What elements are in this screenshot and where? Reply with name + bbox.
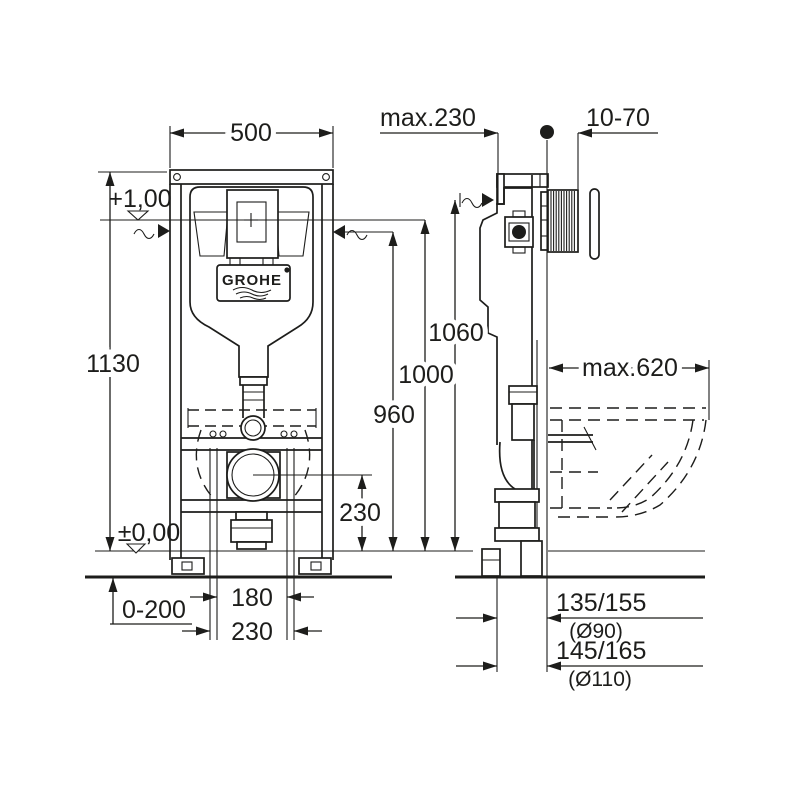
outlet-large-diameter-label: (Ø110) bbox=[568, 668, 632, 691]
level-marks: +1,00 ±0,00 bbox=[100, 185, 425, 554]
side-foot bbox=[481, 548, 501, 577]
level-mark-plus-100: +1,00 bbox=[108, 185, 172, 221]
dimension-height-960: 960 bbox=[345, 231, 420, 551]
foot-adjust-label: 0-200 bbox=[122, 596, 186, 624]
dimension-depth-max230: max.230 bbox=[380, 104, 499, 204]
registered-mark-dot bbox=[284, 267, 290, 273]
grohe-logo: GROHE bbox=[216, 264, 291, 302]
water-chamber-right bbox=[274, 211, 310, 257]
access-window bbox=[226, 189, 279, 267]
level-mark-zero: ±0,00 bbox=[118, 519, 180, 554]
bowl-fixing-rod bbox=[548, 426, 597, 451]
rail-bolts bbox=[209, 430, 298, 438]
drain-height-label: 230 bbox=[339, 499, 381, 527]
height-1000-label: 1000 bbox=[398, 361, 454, 389]
wall-reference-dot bbox=[540, 125, 554, 139]
front-view: GROHE bbox=[169, 169, 334, 640]
dimension-bowl-max620: max.620 bbox=[549, 349, 710, 420]
dimension-height-1060: 1060 bbox=[423, 200, 489, 551]
bowl-max-label: max.620 bbox=[582, 354, 678, 382]
height-label: 1130 bbox=[86, 350, 140, 378]
fixing-outer-label: 230 bbox=[231, 618, 273, 646]
dimension-outlet-small: 135/155 (Ø90) bbox=[456, 577, 703, 672]
dimension-wall-range-10-70: 10-70 bbox=[577, 104, 658, 189]
flush-bend-connector bbox=[240, 415, 266, 441]
frame-profile bbox=[479, 175, 538, 548]
width-label: 500 bbox=[230, 119, 272, 147]
level-floor-label: ±0,00 bbox=[118, 519, 180, 547]
dimension-outlet-large: 145/165 (Ø110) bbox=[456, 637, 703, 691]
height-960-label: 960 bbox=[373, 401, 415, 429]
outlet-bend bbox=[230, 511, 273, 550]
dimension-height-1130: 1130 bbox=[81, 171, 167, 551]
actuator-shaft bbox=[540, 189, 579, 253]
outlet-small-offset-label: 135/155 bbox=[556, 589, 646, 617]
mounting-band-dashed bbox=[187, 408, 317, 428]
dimensions: 500 1130 1060 1000 960 230 0-200 bbox=[81, 104, 710, 691]
dimension-width-500: 500 bbox=[169, 114, 334, 168]
fixing-rods bbox=[209, 448, 295, 640]
brand-logo-text: GROHE bbox=[222, 272, 282, 289]
dimension-height-1000: 1000 bbox=[393, 220, 459, 551]
fixing-knob bbox=[504, 210, 534, 254]
water-chamber-left bbox=[193, 211, 229, 257]
flush-pipe bbox=[239, 376, 268, 418]
wall-anchor-bracket bbox=[496, 173, 549, 205]
adjustable-feet bbox=[171, 557, 332, 575]
level-top-label: +1,00 bbox=[108, 185, 171, 213]
wall-range-label: 10-70 bbox=[586, 104, 650, 132]
dimension-fixing-outer-230: 230 bbox=[182, 618, 322, 646]
break-arrow-left bbox=[133, 224, 170, 240]
height-1060-label: 1060 bbox=[428, 319, 484, 347]
side-plumbing bbox=[494, 385, 543, 577]
dimension-drain-height-230: 230 bbox=[253, 474, 386, 551]
outlet-large-offset-label: 145/165 bbox=[556, 637, 646, 665]
cover-plate bbox=[589, 188, 600, 260]
break-arrow-right bbox=[333, 225, 368, 241]
fixing-inner-label: 180 bbox=[231, 584, 273, 612]
dimension-fixing-inner-180: 180 bbox=[190, 584, 314, 612]
side-view bbox=[479, 125, 707, 672]
break-arrows bbox=[133, 193, 494, 241]
outlet-small-diameter-label: (Ø90) bbox=[569, 620, 623, 643]
cistern: GROHE bbox=[189, 186, 314, 378]
bowl-outline-dashed bbox=[195, 429, 311, 499]
depth-max-label: max.230 bbox=[380, 104, 476, 132]
dimension-foot-adjust-0-200: 0-200 bbox=[108, 578, 192, 625]
toilet-bowl-dashed bbox=[550, 407, 707, 518]
break-arrow-side bbox=[459, 193, 494, 209]
